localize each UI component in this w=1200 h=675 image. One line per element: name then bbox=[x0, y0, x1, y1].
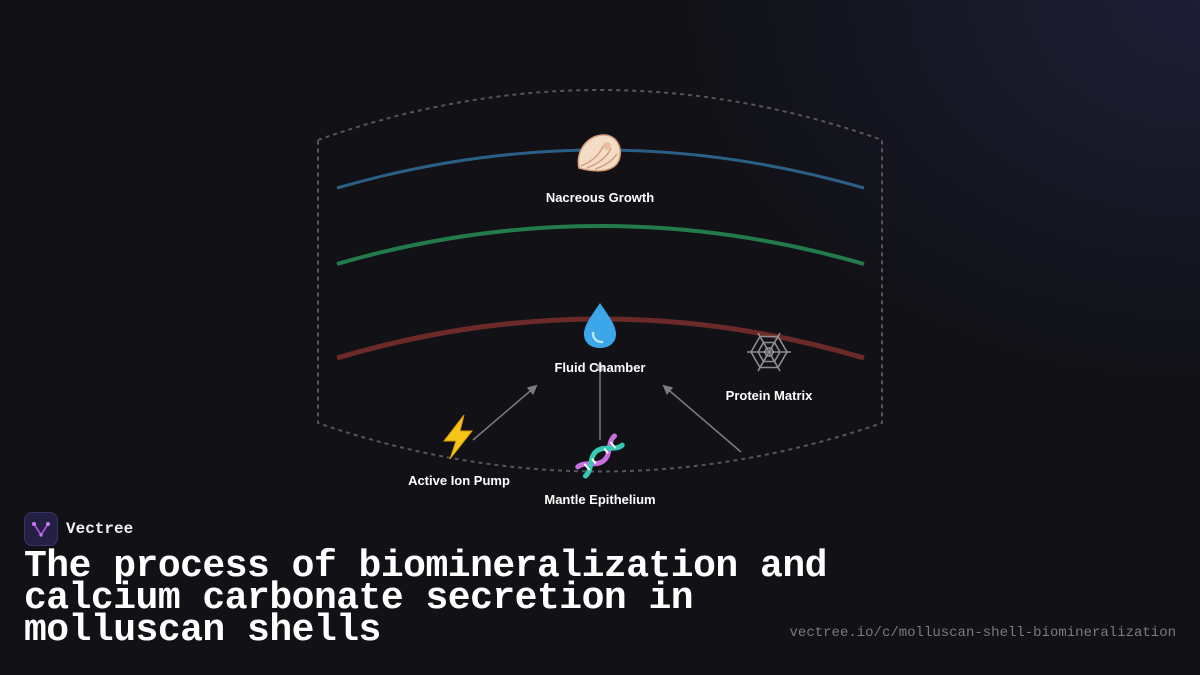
arrow-protein-to-fluid bbox=[662, 384, 742, 453]
middle-layer-arc bbox=[336, 224, 865, 266]
spider-web-icon bbox=[747, 332, 791, 372]
source-url: vectree.io/c/molluscan-shell-biominerali… bbox=[789, 625, 1176, 641]
spiral-shell-icon bbox=[577, 134, 621, 172]
node-label-pump: Active Ion Pump bbox=[408, 473, 510, 488]
node-label-mantle: Mantle Epithelium bbox=[544, 492, 655, 507]
node-label-fluid: Fluid Chamber bbox=[554, 360, 645, 375]
shell-outline bbox=[317, 89, 883, 473]
node-label-protein: Protein Matrix bbox=[726, 388, 813, 403]
brand: Vectree bbox=[24, 512, 133, 546]
dna-icon bbox=[575, 433, 625, 479]
brand-name: Vectree bbox=[66, 520, 134, 538]
lightning-icon bbox=[442, 414, 474, 460]
arrow-pump-to-fluid bbox=[472, 384, 538, 441]
page-title: The process of biomineralization and cal… bbox=[24, 545, 827, 652]
droplet-icon bbox=[584, 303, 616, 348]
node-label-nacreous: Nacreous Growth bbox=[546, 190, 654, 205]
vectree-logo-icon bbox=[24, 512, 58, 546]
